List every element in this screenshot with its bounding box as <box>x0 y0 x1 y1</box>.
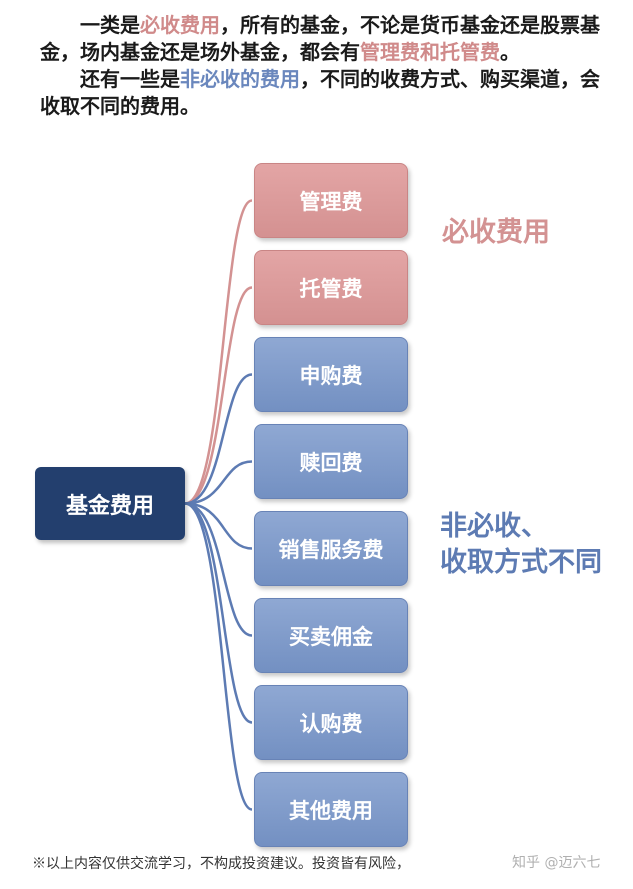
connector-line-1 <box>184 199 253 505</box>
leaf-custody-fee: 托管费 <box>254 250 408 325</box>
group-label-mandatory: 必收费用 <box>442 217 550 248</box>
leaf-sales-service-fee: 销售服务费 <box>254 511 408 586</box>
group-label-optional: 非必收、 收取方式不同 <box>440 511 602 578</box>
connector-line-7 <box>184 502 253 724</box>
connector-line-4 <box>184 460 253 505</box>
connector-line-3 <box>184 373 253 505</box>
connector-line-6 <box>184 502 253 637</box>
connector-line-8 <box>184 502 253 811</box>
footer-disclaimer: ※以上内容仅供交流学习，不构成投资建议。投资皆有风险， <box>32 856 410 872</box>
leaf-trading-commission: 买卖佣金 <box>254 598 408 673</box>
highlight-management-custody-fees: 管理费和托管费 <box>360 40 500 64</box>
watermark: 知乎 @迈六七 <box>512 855 601 871</box>
connector-line-2 <box>184 286 253 505</box>
root-node-fund-fees: 基金费用 <box>35 467 185 540</box>
leaf-management-fee: 管理费 <box>254 163 408 238</box>
intro-paragraph-1: 一类是必收费用，所有的基金，不论是货币基金还是股票基金，场内基金还是场外基金，都… <box>40 13 600 64</box>
connector-line-5 <box>184 502 253 550</box>
highlight-mandatory-fees: 必收费用 <box>140 13 220 37</box>
intro-paragraph-2: 还有一些是非必收的费用，不同的收费方式、购买渠道，会收取不同的费用。 <box>40 67 600 118</box>
leaf-redemption-fee: 赎回费 <box>254 424 408 499</box>
leaf-initial-subscription-fee: 认购费 <box>254 685 408 760</box>
highlight-optional-fees: 非必收的费用 <box>180 67 300 91</box>
leaf-other-fees: 其他费用 <box>254 772 408 847</box>
intro-text: 一类是必收费用，所有的基金，不论是货币基金还是股票基金，场内基金还是场外基金，都… <box>40 12 600 120</box>
leaf-subscription-fee: 申购费 <box>254 337 408 412</box>
